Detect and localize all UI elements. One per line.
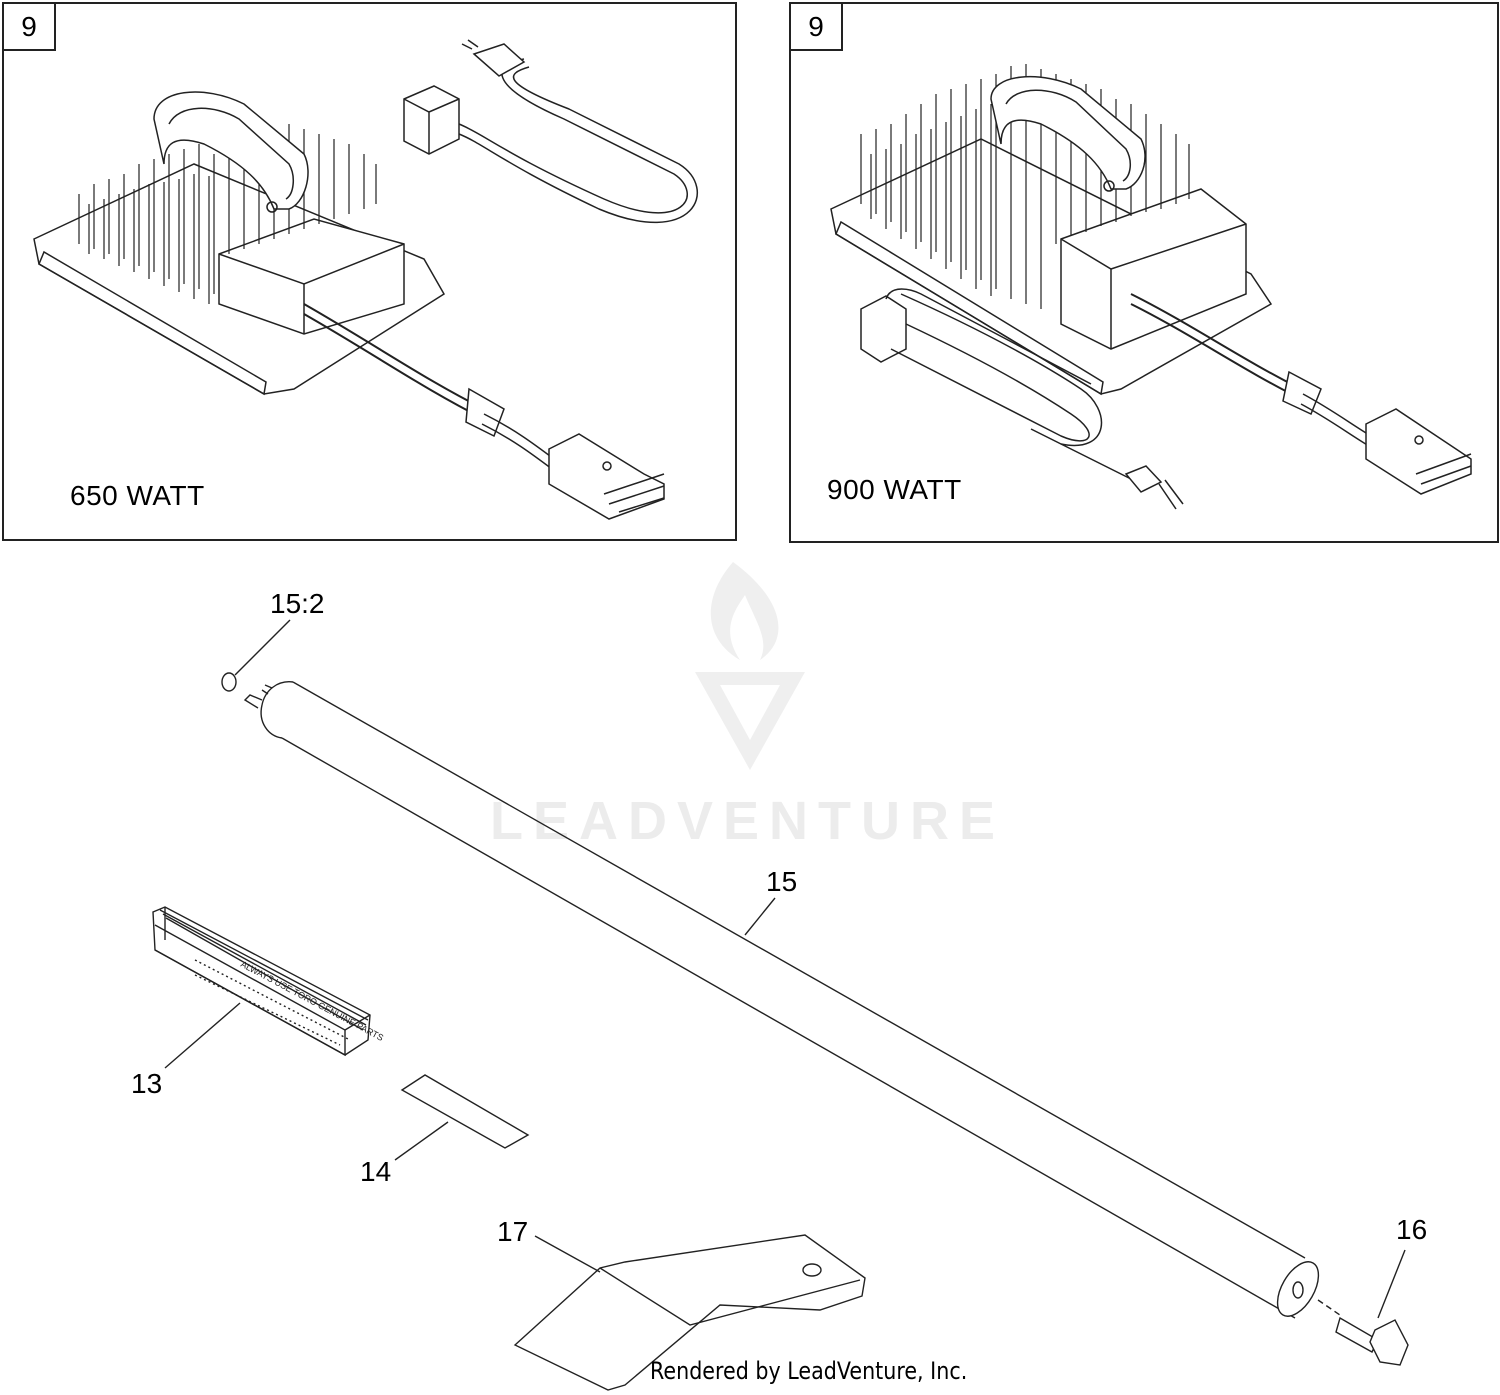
callout-16: 16 bbox=[1396, 1214, 1428, 1245]
charger-650-illustration bbox=[33, 39, 698, 520]
charger-650-label: 650 WATT bbox=[70, 480, 205, 511]
charger-900-label: 900 WATT bbox=[827, 474, 962, 505]
panel-ref-number: 9 bbox=[2, 2, 56, 51]
bracket-part bbox=[513, 1234, 866, 1391]
render-credit: Rendered by LeadVenture, Inc. bbox=[650, 1357, 968, 1385]
callout-14: 14 bbox=[360, 1156, 392, 1187]
bolt-part bbox=[1335, 1316, 1409, 1366]
watermark-text: LEADVENTURE bbox=[490, 791, 1006, 851]
leader-13 bbox=[164, 1002, 241, 1069]
leader-14 bbox=[394, 1121, 449, 1161]
charger-900-panel: 9 bbox=[789, 2, 1499, 543]
storage-tube-part bbox=[243, 681, 1320, 1319]
label-strip-part bbox=[400, 1074, 530, 1149]
leader-15-2 bbox=[234, 619, 291, 676]
charger-650-panel: 9 bbox=[2, 2, 737, 541]
leader-16 bbox=[1377, 1249, 1406, 1319]
bolt-axis bbox=[1317, 1299, 1341, 1316]
decal-pack-part bbox=[152, 906, 371, 1057]
leader-15 bbox=[744, 897, 776, 936]
leader-17 bbox=[534, 1235, 601, 1273]
callout-15-2: 15:2 bbox=[270, 588, 325, 619]
callout-13: 13 bbox=[131, 1068, 163, 1099]
callout-15: 15 bbox=[766, 866, 798, 897]
charger-900-illustration bbox=[830, 64, 1472, 510]
callout-17: 17 bbox=[497, 1216, 529, 1247]
panel-ref-number: 9 bbox=[789, 2, 843, 51]
o-ring-part bbox=[221, 672, 237, 692]
